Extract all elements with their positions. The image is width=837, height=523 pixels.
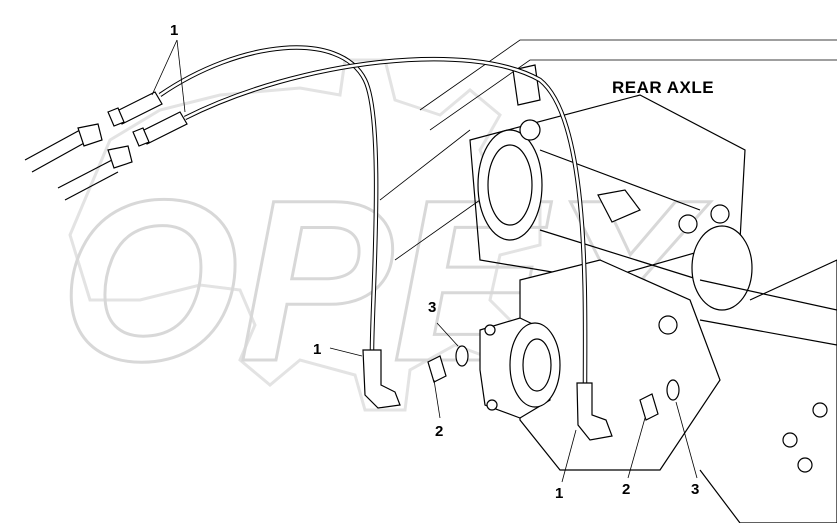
differential-housing: [519, 259, 721, 471]
callout-1-right: 1: [555, 485, 563, 502]
callout-1-left: 1: [313, 341, 321, 358]
axle-shaft-seat: [691, 225, 753, 311]
elbow-fitting-left: [362, 349, 401, 409]
callout-2-right: 2: [622, 481, 630, 498]
hose-clip: [597, 189, 641, 223]
bolt-top: [678, 214, 698, 234]
right-fitting-assembly: [576, 379, 680, 441]
callout-1-top: 1: [170, 22, 178, 39]
left-fitting-assembly: [362, 345, 469, 409]
adapter-left: [427, 355, 447, 383]
axle-housing: [379, 39, 837, 523]
drive-flange: [479, 317, 561, 419]
callout-3-right: 3: [691, 481, 699, 498]
elbow-fitting-right: [576, 382, 613, 441]
hoses: [158, 45, 588, 386]
adapter-right: [639, 393, 659, 421]
leader-lines: [151, 39, 698, 483]
hose-ends-top: [24, 91, 188, 201]
diagram-heading: REAR AXLE: [612, 78, 714, 97]
callout-3-left: 3: [428, 299, 436, 316]
o-ring-right: [666, 379, 680, 401]
callout-2-left: 2: [435, 423, 443, 440]
o-ring-left: [455, 345, 469, 367]
